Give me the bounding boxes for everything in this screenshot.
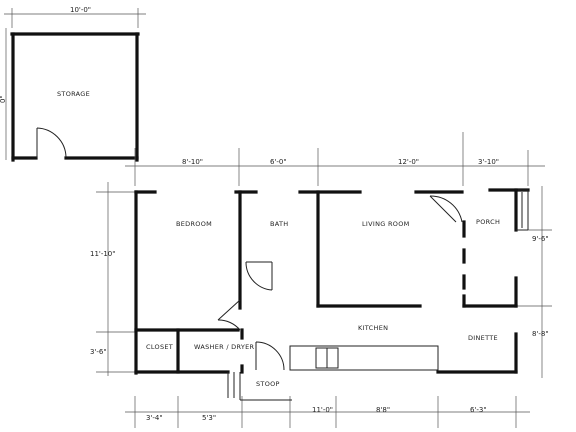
room-label-dinette: DINETTE <box>468 334 498 342</box>
dim-bottom-kitchen: 11'-0" <box>312 406 333 414</box>
room-label-kitchen: KITCHEN <box>358 324 388 332</box>
dim-top-porch: 3'-10" <box>478 158 499 166</box>
room-label-porch: PORCH <box>476 218 500 226</box>
storage-depth-dim: 0" <box>0 95 7 103</box>
room-label-living-room: LIVING ROOM <box>362 220 410 228</box>
room-label-washer-dryer: WASHER / DRYER <box>194 343 255 351</box>
right-dimension-line: 9'-6" 8'-8" <box>516 186 552 378</box>
room-label-bedroom: BEDROOM <box>176 220 212 228</box>
storage-width-dim: 10'-0" <box>70 6 91 14</box>
house-walls <box>134 188 530 401</box>
dim-right-dinette: 8'-8" <box>532 330 549 338</box>
room-label-bath: BATH <box>270 220 288 228</box>
dim-left-lower: 3'-6" <box>90 348 107 356</box>
dim-top-living: 12'-0" <box>398 158 419 166</box>
room-labels: BEDROOM BATH LIVING ROOM PORCH KITCHEN D… <box>146 218 500 388</box>
dim-bottom-dinette: 6'-3" <box>470 406 487 414</box>
room-label-stoop: STOOP <box>256 380 280 388</box>
left-dimension-line: 11'-10" 3'-6" <box>90 182 136 376</box>
dim-left-upper: 11'-10" <box>90 250 115 258</box>
dim-right-porch: 9'-6" <box>532 235 549 243</box>
dim-bottom-living: 8'8" <box>376 406 390 414</box>
bottom-dimension-line: 3'-4" 5'3" 11'-0" 8'8" 6'-3" <box>125 396 530 428</box>
dim-top-bath: 6'-0" <box>270 158 287 166</box>
top-dimension-line: 8'-10" 6'-0" 12'-0" 3'-10" <box>125 132 545 186</box>
room-label-storage: STORAGE <box>57 90 90 98</box>
dim-top-bedroom: 8'-10" <box>182 158 203 166</box>
door-swings <box>217 195 463 371</box>
dim-bottom-washer: 5'3" <box>202 414 216 422</box>
room-label-closet: CLOSET <box>146 343 173 351</box>
dim-bottom-closet: 3'-4" <box>146 414 163 422</box>
storage-building: 10'-0" 0" STORAGE <box>0 6 146 162</box>
